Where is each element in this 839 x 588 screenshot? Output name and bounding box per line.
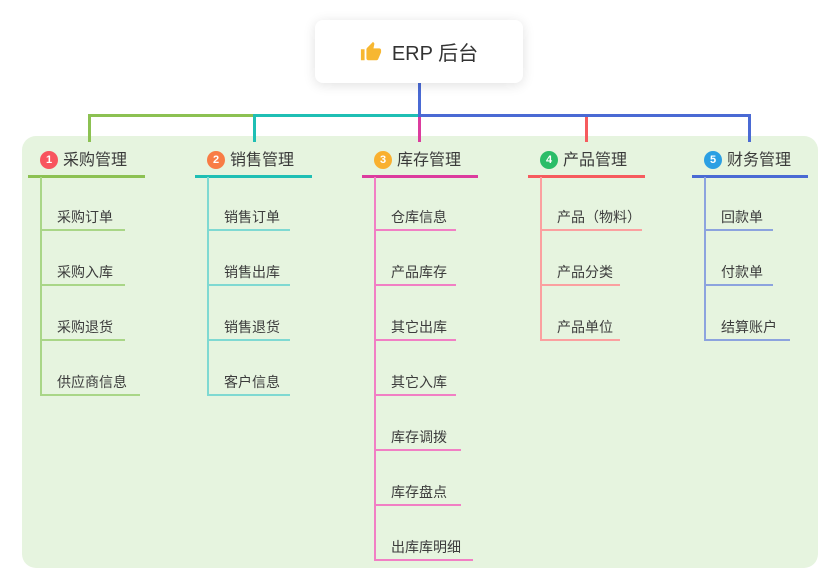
- branch3-spine: [374, 177, 376, 561]
- branch-node-product[interactable]: 产品管理: [563, 152, 628, 169]
- child-underline: [374, 339, 456, 341]
- child-underline: [540, 229, 642, 231]
- branch4-number-badge: 4: [540, 151, 558, 169]
- child-underline: [374, 504, 461, 506]
- connector-branch1-vertical: [88, 114, 91, 142]
- branch1-spine: [40, 177, 42, 396]
- child-node[interactable]: 回款单: [721, 209, 763, 225]
- connector-branch4-vertical: [585, 114, 588, 142]
- child-underline: [40, 229, 125, 231]
- child-underline: [40, 339, 125, 341]
- root-node-label: ERP 后台: [391, 43, 479, 65]
- child-underline: [207, 394, 290, 396]
- child-node[interactable]: 产品单位: [557, 319, 613, 335]
- child-node[interactable]: 客户信息: [224, 374, 280, 390]
- mindmap-background-panel: [22, 136, 818, 568]
- child-underline: [540, 284, 620, 286]
- root-node[interactable]: ERP 后台: [315, 20, 523, 83]
- child-underline: [207, 229, 290, 231]
- branch4-spine: [540, 177, 542, 341]
- branch3-underline: [362, 175, 478, 178]
- branch-node-sales[interactable]: 销售管理: [230, 152, 295, 169]
- child-node[interactable]: 产品分类: [557, 264, 613, 280]
- branch5-underline: [692, 175, 808, 178]
- branch5-number-badge: 5: [704, 151, 722, 169]
- child-node[interactable]: 其它出库: [391, 319, 447, 335]
- child-node[interactable]: 产品（物料）: [557, 209, 641, 225]
- thumbs-up-icon: [360, 41, 381, 60]
- branch3-number-badge: 3: [374, 151, 392, 169]
- child-underline: [374, 229, 456, 231]
- child-underline: [40, 284, 125, 286]
- child-underline: [40, 394, 140, 396]
- child-underline: [207, 284, 290, 286]
- connector-branch5-vertical: [748, 114, 751, 142]
- connector-branch2-horizontal: [253, 114, 421, 117]
- child-underline: [207, 339, 290, 341]
- child-node[interactable]: 仓库信息: [391, 209, 447, 225]
- child-node[interactable]: 结算账户: [721, 319, 777, 335]
- child-node[interactable]: 库存调拨: [391, 429, 447, 445]
- child-node[interactable]: 销售出库: [224, 264, 280, 280]
- child-node[interactable]: 销售订单: [224, 209, 280, 225]
- connector-branch2-vertical: [253, 114, 256, 142]
- child-node[interactable]: 库存盘点: [391, 484, 447, 500]
- child-underline: [704, 339, 790, 341]
- connector-branch3-vertical: [418, 114, 421, 142]
- child-node[interactable]: 出库库明细: [391, 539, 461, 555]
- child-underline: [374, 559, 473, 561]
- child-underline: [540, 339, 620, 341]
- child-node[interactable]: 销售退货: [224, 319, 280, 335]
- branch-node-finance[interactable]: 财务管理: [727, 152, 792, 169]
- child-underline: [374, 449, 461, 451]
- branch2-underline: [195, 175, 312, 178]
- connector-root-stem: [418, 83, 421, 117]
- child-node[interactable]: 产品库存: [391, 264, 447, 280]
- branch4-underline: [528, 175, 645, 178]
- child-node[interactable]: 付款单: [721, 264, 763, 280]
- branch-node-inventory[interactable]: 库存管理: [397, 152, 462, 169]
- child-node[interactable]: 采购入库: [57, 264, 113, 280]
- child-node[interactable]: 其它入库: [391, 374, 447, 390]
- child-node[interactable]: 采购订单: [57, 209, 113, 225]
- child-node[interactable]: 采购退货: [57, 319, 113, 335]
- branch1-number-badge: 1: [40, 151, 58, 169]
- branch-node-purchase[interactable]: 采购管理: [63, 152, 128, 169]
- branch2-spine: [207, 177, 209, 396]
- branch5-spine: [704, 177, 706, 341]
- child-underline: [704, 284, 773, 286]
- child-underline: [374, 284, 456, 286]
- connector-branch5-horizontal: [418, 114, 751, 117]
- child-underline: [374, 394, 456, 396]
- branch2-number-badge: 2: [207, 151, 225, 169]
- branch1-underline: [28, 175, 145, 178]
- child-underline: [704, 229, 773, 231]
- child-node[interactable]: 供应商信息: [57, 374, 127, 390]
